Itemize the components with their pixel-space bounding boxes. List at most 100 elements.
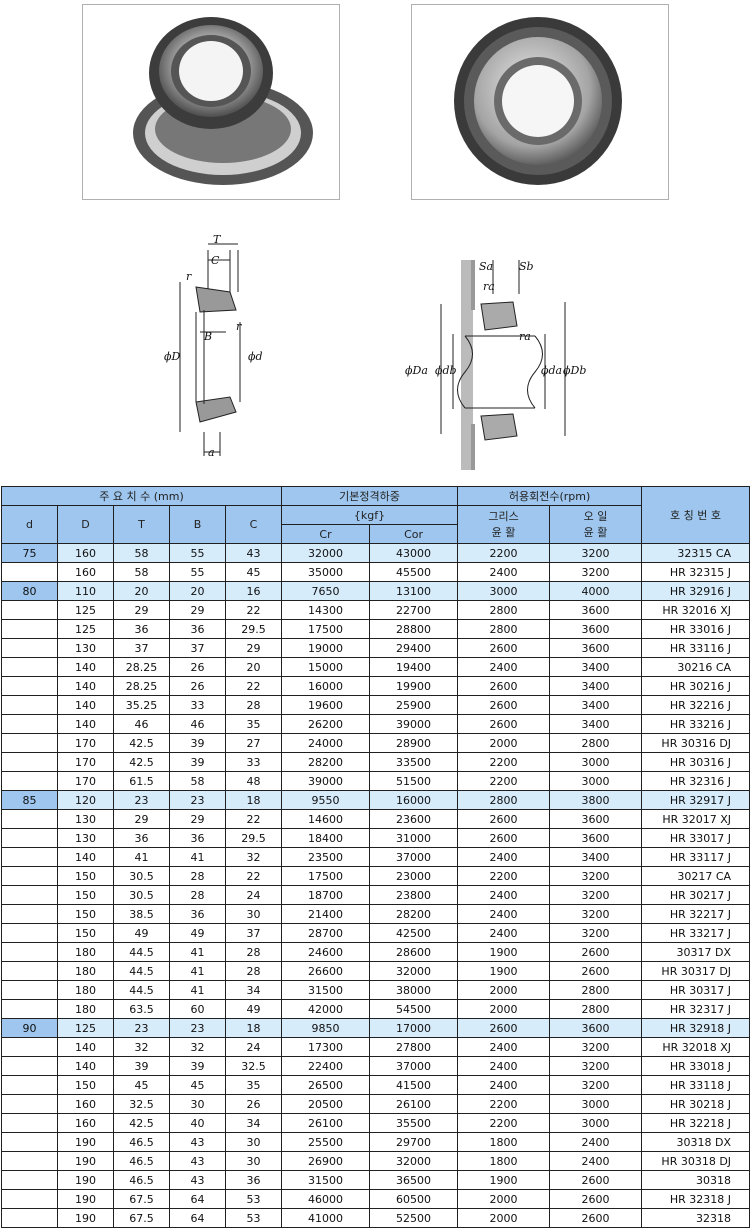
cell-desig: HR 30316 DJ [641,733,750,753]
cell-grease: 2600 [457,714,551,734]
cell-d [1,657,58,677]
cell-cor: 29400 [369,638,459,658]
cell-c: 48 [224,771,283,791]
cell-d [1,1189,58,1209]
cell-cor: 26100 [369,1094,459,1114]
cell-d [1,638,58,658]
cell-d [1,733,58,753]
cell-oil: 2600 [549,1189,643,1209]
cell-c: 35 [224,714,283,734]
cell-b: 36 [169,904,226,924]
cell-cr: 22400 [281,1056,371,1076]
cell-d: 190 [57,1132,114,1152]
cell-cor: 37000 [369,1056,459,1076]
cell-cor: 36500 [369,1170,459,1190]
cell-oil: 3200 [549,866,643,886]
cell-c: 30 [224,904,283,924]
cell-t: 44.5 [113,961,170,981]
cell-t: 42.5 [113,1113,170,1133]
cell-desig: HR 33118 J [641,1075,750,1095]
dim-label-C: C [211,254,220,267]
cell-d: 85 [1,790,58,810]
cell-c: 32.5 [224,1056,283,1076]
cell-t: 42.5 [113,733,170,753]
cell-t: 39 [113,1056,170,1076]
cell-cr: 21400 [281,904,371,924]
cell-c: 30 [224,1151,283,1171]
cell-c: 22 [224,676,283,696]
cell-cr: 19600 [281,695,371,715]
dim-label-phiDb: ϕDb [563,364,586,377]
cell-desig: HR 32217 J [641,904,750,924]
dim-label-phid: ϕd [248,350,263,363]
bearing-photo-side [82,4,340,200]
cell-cr: 20500 [281,1094,371,1114]
cell-d [1,904,58,924]
cell-desig: 30217 CA [641,866,750,886]
cell-c: 37 [224,923,283,943]
bearing-cross-section-diagram: T C r r B ϕD ϕd a [164,233,263,459]
cell-b: 26 [169,676,226,696]
cell-cor: 27800 [369,1037,459,1057]
cell-c: 16 [224,581,283,601]
cell-b: 41 [169,942,226,962]
header-B: B [169,505,226,544]
cell-d [1,1037,58,1057]
cell-oil: 2800 [549,980,643,1000]
cell-d [1,923,58,943]
cell-d: 160 [57,562,114,582]
cell-d: 190 [57,1189,114,1209]
cell-cr: 15000 [281,657,371,677]
bearing-photo-front [411,4,669,200]
cell-grease: 2400 [457,923,551,943]
cell-d [1,809,58,829]
cell-d: 180 [57,999,114,1019]
cell-cr: 31500 [281,1170,371,1190]
cell-cor: 32000 [369,1151,459,1171]
cell-grease: 2400 [457,1075,551,1095]
cell-grease: 2800 [457,600,551,620]
cell-grease: 2400 [457,847,551,867]
cell-grease: 2600 [457,676,551,696]
cell-c: 32 [224,847,283,867]
cell-desig: HR 30317 J [641,980,750,1000]
cell-c: 30 [224,1132,283,1152]
cell-desig: HR 32315 J [641,562,750,582]
dim-label-r-side: r [236,320,242,333]
cell-d: 170 [57,752,114,772]
cell-cor: 43000 [369,543,459,563]
cell-grease: 2600 [457,1018,551,1038]
cell-d [1,714,58,734]
cell-t: 29 [113,600,170,620]
cell-t: 46 [113,714,170,734]
cell-cor: 42500 [369,923,459,943]
cell-cr: 32000 [281,543,371,563]
header-allowable-speed: 허용회전수(rpm) [457,486,643,506]
dim-label-phidb: ϕdb [435,364,457,377]
cell-d [1,695,58,715]
cell-b: 60 [169,999,226,1019]
cell-b: 41 [169,980,226,1000]
cell-cr: 17500 [281,619,371,639]
cell-cor: 33500 [369,752,459,772]
cell-c: 29.5 [224,828,283,848]
cell-d [1,1208,58,1228]
cell-cr: 26100 [281,1113,371,1133]
cell-cor: 29700 [369,1132,459,1152]
cell-d: 140 [57,1037,114,1057]
dim-label-T: T [213,233,222,246]
cell-d [1,999,58,1019]
cell-t: 46.5 [113,1151,170,1171]
cell-oil: 3000 [549,752,643,772]
cell-cor: 23800 [369,885,459,905]
cell-d [1,1075,58,1095]
header-designation: 호 칭 번 호 [641,486,750,544]
cell-d: 190 [57,1170,114,1190]
